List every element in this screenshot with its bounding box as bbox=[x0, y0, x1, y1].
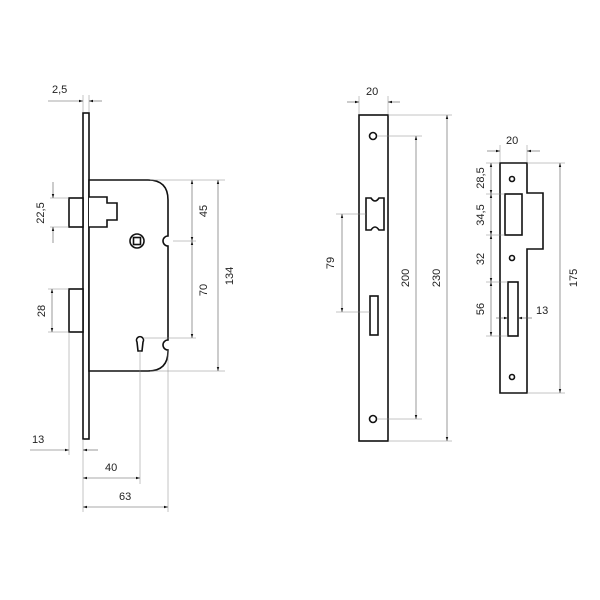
dim-faceplate-length: 230 bbox=[431, 269, 443, 287]
dim-strike-seg4: 56 bbox=[475, 303, 487, 315]
deadbolt-slot bbox=[369, 295, 379, 336]
screw-hole-top bbox=[368, 131, 378, 141]
faceplate-view: 20 79 200 230 bbox=[325, 86, 452, 442]
strike-hole-bottom bbox=[508, 373, 516, 381]
lock-case bbox=[88, 179, 169, 372]
dim-bolt-projection: 13 bbox=[32, 434, 44, 446]
latch-cutout bbox=[365, 197, 385, 231]
dead-bolt bbox=[68, 288, 84, 333]
dim-strike-length: 175 bbox=[568, 269, 580, 287]
dim-latch-height: 22,5 bbox=[35, 202, 47, 223]
dim-screw-spacing: 200 bbox=[400, 269, 412, 287]
dim-case-height: 134 bbox=[224, 267, 236, 285]
lock-body-view: 2,5 22,5 28 45 70 134 13 40 63 bbox=[30, 84, 236, 512]
dim-slot-width: 13 bbox=[536, 305, 548, 317]
dim-case-depth: 63 bbox=[119, 491, 131, 503]
dim-faceplate-thickness: 2,5 bbox=[52, 84, 67, 96]
dim-deadbolt-height: 28 bbox=[36, 305, 48, 317]
dim-strike-seg3: 32 bbox=[475, 253, 487, 265]
dim-strike-width: 20 bbox=[506, 135, 518, 147]
keyhole bbox=[135, 335, 145, 352]
dim-strike-seg2: 34,5 bbox=[475, 204, 487, 225]
strike-plate-view: 20 28,5 34,5 32 56 13 175 bbox=[475, 135, 580, 394]
dim-top-to-spindle: 45 bbox=[198, 205, 210, 217]
latch-mechanism bbox=[89, 196, 118, 228]
dim-faceplate-width: 20 bbox=[366, 86, 378, 98]
dim-spindle-to-key: 70 bbox=[198, 284, 210, 296]
strike-hole-middle bbox=[508, 254, 516, 262]
strike-hole-top bbox=[508, 175, 516, 183]
deadbolt-opening bbox=[507, 281, 519, 337]
screw-hole-bottom bbox=[368, 414, 378, 424]
dim-strike-seg1: 28,5 bbox=[475, 167, 487, 188]
dim-bolt-spacing: 79 bbox=[325, 257, 337, 269]
latch-bolt bbox=[68, 197, 84, 228]
lock-faceplate bbox=[82, 112, 90, 440]
spindle-square bbox=[132, 236, 142, 246]
faceplate bbox=[358, 114, 389, 442]
dim-backset: 40 bbox=[105, 462, 117, 474]
latch-opening bbox=[504, 193, 523, 236]
